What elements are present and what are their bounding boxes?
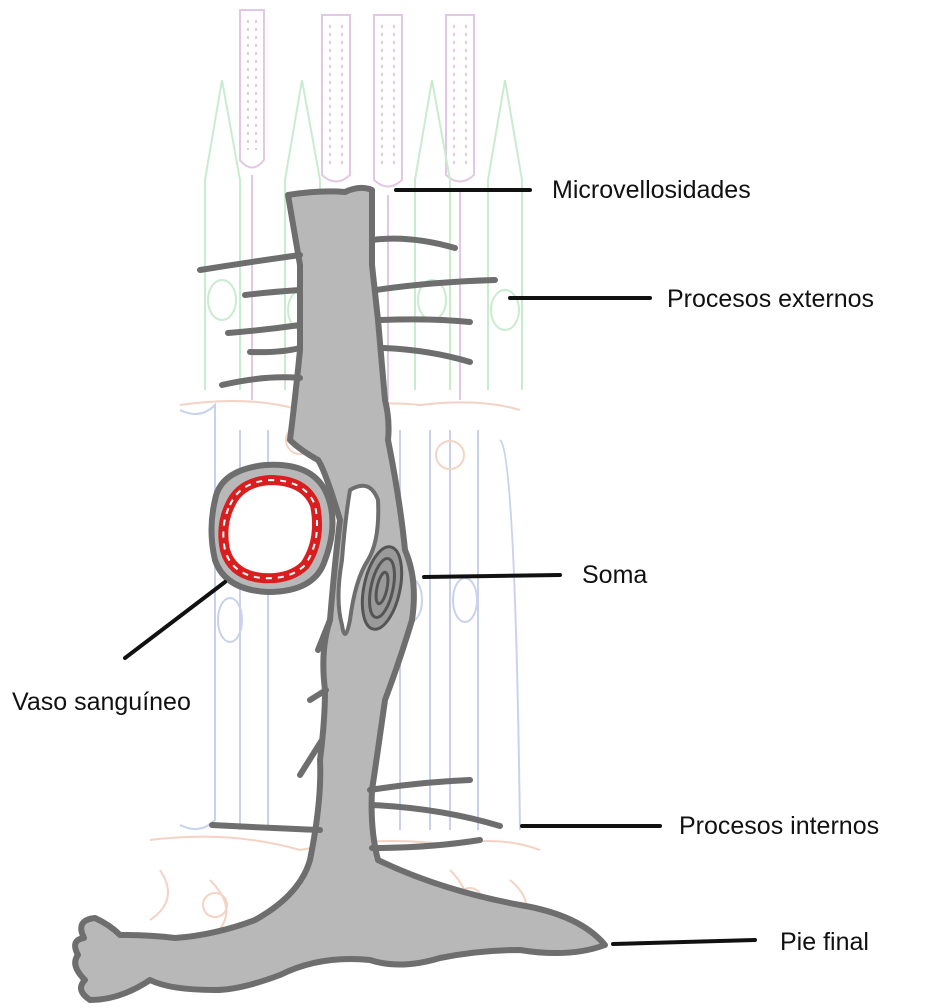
leader-end-foot [613,940,755,944]
leader-blood-vessel [125,582,225,658]
label-soma: Soma [582,563,647,588]
label-outer-processes: Procesos externos [667,287,874,312]
label-microvillosities: Microvellosidades [552,178,751,203]
leader-soma [424,575,560,577]
label-blood-vessel: Vaso sanguíneo [12,690,191,715]
blood-vessel [212,465,333,592]
label-end-foot: Pie final [780,930,869,955]
muller-cell [75,188,605,1000]
label-inner-processes: Procesos internos [679,814,879,839]
